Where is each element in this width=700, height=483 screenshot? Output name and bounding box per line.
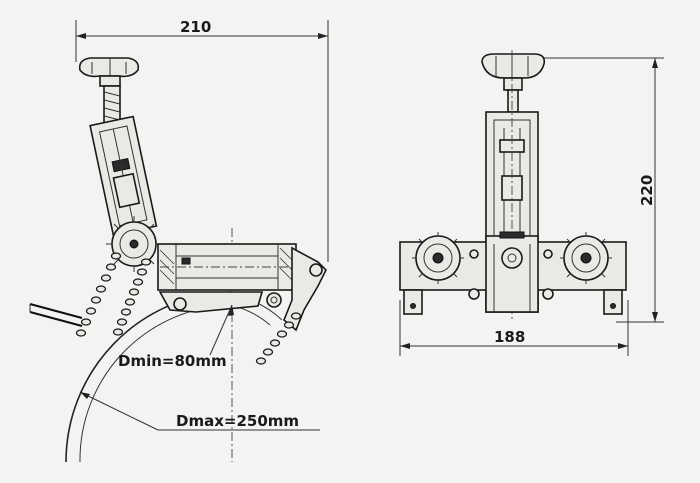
chain-link [136, 268, 148, 276]
front-rollers [403, 289, 623, 315]
handwheel-knob [78, 57, 140, 87]
front-knob [481, 53, 546, 113]
front-view: 220 188 [399, 50, 664, 356]
chain-link [132, 278, 144, 286]
chain-link [255, 357, 267, 365]
chain-link [124, 298, 136, 306]
chain-link [290, 312, 302, 320]
dmax-label: Dmax=250mm [176, 412, 299, 430]
dmin-label: Dmin=80mm [118, 352, 227, 370]
dmax-leader: Dmax=250mm [79, 391, 320, 431]
dimension-210-label: 210 [180, 18, 211, 36]
chain-link [75, 329, 87, 337]
chain-link [95, 285, 107, 293]
chain-link [90, 296, 102, 304]
dimension-188: 188 [399, 300, 629, 356]
roller-chain [75, 252, 302, 365]
pipe-arcs [65, 291, 283, 463]
chain-link [276, 330, 288, 338]
handle-bar [29, 302, 83, 328]
cylinder-body [157, 243, 300, 291]
chain-link [85, 307, 97, 315]
drive-sprocket [106, 216, 162, 272]
dimension-188-label: 188 [494, 328, 525, 346]
dimension-220-label: 220 [638, 175, 656, 206]
chain-link [283, 321, 295, 329]
side-view: 210 [29, 18, 329, 463]
chain-link [100, 274, 112, 282]
left-adjust-knob [412, 232, 464, 284]
chain-link [269, 339, 281, 347]
tilted-housing [89, 115, 158, 237]
front-bolts [468, 249, 554, 300]
dimension-210: 210 [75, 18, 329, 262]
chain-link [112, 328, 124, 336]
chain-link [262, 348, 274, 356]
chain-link [120, 308, 132, 316]
chain-link [105, 263, 117, 271]
base-plate [158, 291, 264, 313]
dimension-220: 220 [540, 57, 664, 323]
chain-link [140, 258, 152, 266]
chain-link [128, 288, 140, 296]
clamp-bracket [266, 246, 327, 332]
right-adjust-knob [560, 232, 612, 284]
chain-link [80, 318, 92, 326]
dmin-leader: Dmin=80mm [118, 304, 234, 370]
chain-link [110, 252, 122, 260]
chain-link [116, 318, 128, 326]
